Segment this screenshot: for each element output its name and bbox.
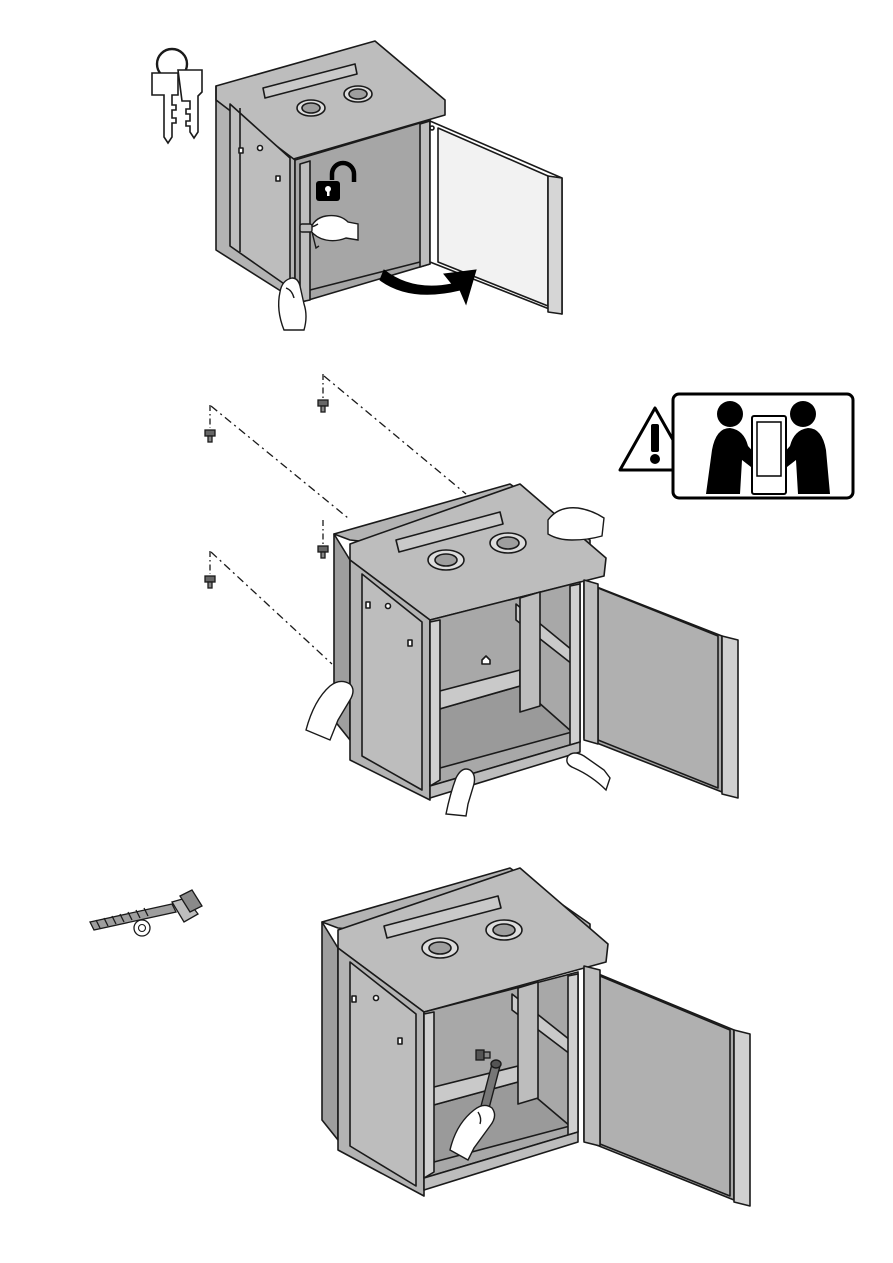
grounding-bolt [476, 1050, 490, 1060]
cabinet-open-mounting [334, 484, 738, 800]
screw-icon [205, 551, 332, 664]
washer-icon [134, 920, 150, 936]
step-1-unlock-door [152, 41, 562, 330]
keys-icon [152, 49, 202, 143]
step-2-mount-cabinet [205, 374, 853, 816]
screw-icon [205, 405, 348, 518]
hand-bottom-right [567, 753, 610, 790]
step-3-grounding [90, 868, 750, 1206]
two-person-lift-warning-icon [620, 394, 853, 498]
screwdriver-icon [90, 890, 202, 930]
screw-icon [318, 374, 466, 494]
cabinet-open-grounding [322, 868, 750, 1206]
screw-icon [318, 520, 328, 558]
hand-top-right [548, 508, 604, 540]
